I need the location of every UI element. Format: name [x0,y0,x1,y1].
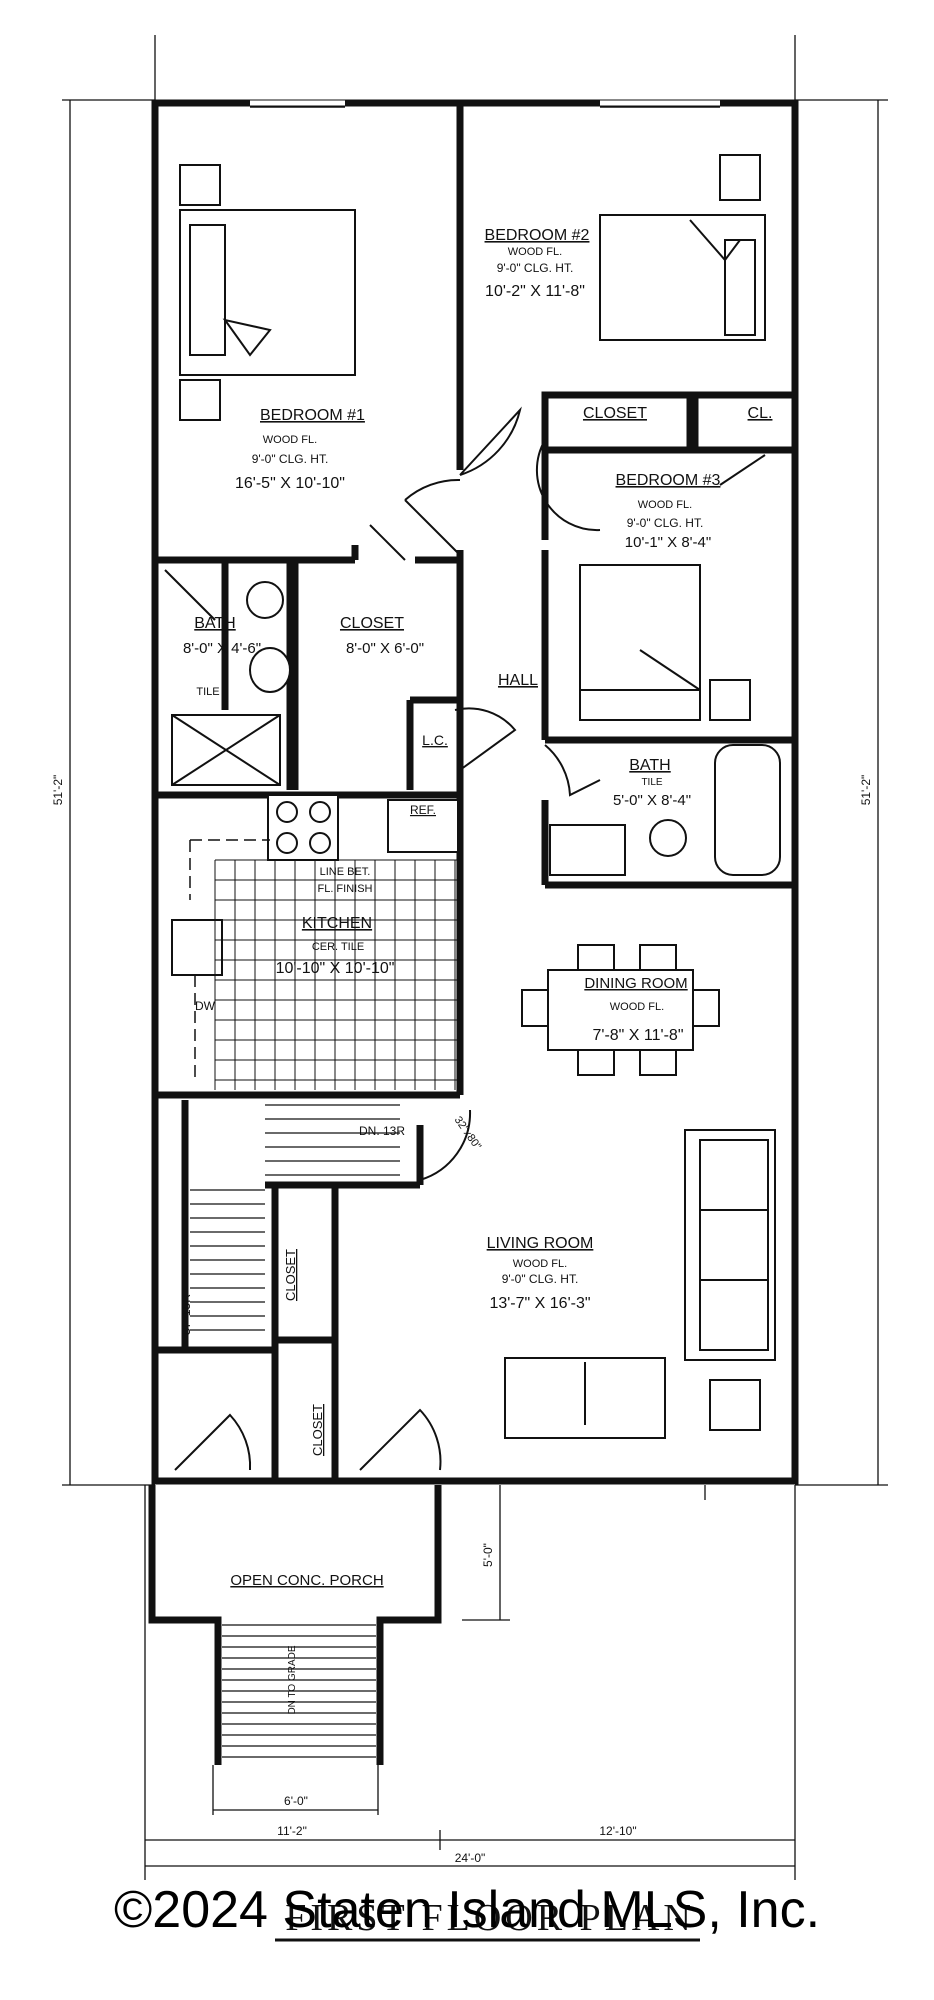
bath2-size: 5'-0" X 8'-4" [613,792,691,809]
bath1-size: 8'-0" X 4'-6" [183,640,261,657]
closet-stair2-name: CLOSET [310,1404,325,1456]
bedroom3-ceiling: 9'-0" CLG. HT. [627,516,704,530]
living-ceiling: 9'-0" CLG. HT. [502,1272,579,1286]
kitchen-size: 10'-10" X 10'-10" [276,960,395,977]
dw-label: DW [195,999,216,1013]
kitchen-note-1: LINE BET. [320,866,371,878]
stairs-up: UP 15R [179,1294,193,1336]
porch-stairs-label: DN TO GRADE [287,1645,298,1714]
dimension-labels: 51'-2" 51'-2" 5'-0" 6'-0" 11'-2" 12'-10"… [51,775,873,1865]
stairs-down: DN. 13R [359,1124,405,1138]
doors [164,406,766,1471]
bedroom1-size: 16'-5" X 10'-10" [235,475,345,492]
dim-porch-depth: 5'-0" [481,1543,495,1567]
walls [151,99,799,1485]
hall-name: HALL [498,672,538,689]
bedroom1-ceiling: 9'-0" CLG. HT. [252,452,329,466]
closet-main-name: CLOSET [340,615,404,632]
dining-floor: WOOD FL. [610,1001,664,1013]
dim-right-width: 12'-10" [599,1824,636,1838]
kitchen-floor: CER. TILE [312,941,364,953]
dining-size: 7'-8" X 11'-8" [593,1027,684,1044]
bath2-floor: TILE [641,777,662,788]
fixtures [148,154,781,1765]
dim-total-width: 24'-0" [455,1851,486,1865]
dim-height-left: 51'-2" [51,775,65,806]
bedroom1-name: BEDROOM #1 [260,407,365,424]
dining-name: DINING ROOM [584,975,687,992]
closet-top-name: CLOSET [583,405,647,422]
cl-small-name: CL. [748,405,773,422]
room-labels: BEDROOM #1 WOOD FL. 9'-0" CLG. HT. 16'-5… [179,227,772,1715]
porch-name: OPEN CONC. PORCH [230,1572,383,1589]
bath2-name: BATH [629,757,670,774]
kitchen-name: KITCHEN [302,915,372,932]
bedroom1-floor: WOOD FL. [263,434,317,446]
bedroom2-floor: WOOD FL. [508,246,562,258]
dim-height-right: 51'-2" [859,775,873,806]
bath1-name: BATH [194,615,235,632]
bedroom3-name: BEDROOM #3 [616,472,721,489]
living-floor: WOOD FL. [513,1258,567,1270]
living-name: LIVING ROOM [487,1235,594,1252]
stairs-opening: 32"x80" [452,1114,484,1152]
bedroom2-size: 10'-2" X 11'-8" [485,283,585,300]
bedroom3-size: 10'-1" X 8'-4" [625,534,711,551]
bath1-floor: TILE [196,686,219,698]
dimension-lines [62,35,888,1880]
closet-stair1-name: CLOSET [283,1249,298,1301]
bedroom2-name: BEDROOM #2 [485,227,590,244]
ref-name: REF. [410,803,436,817]
bedroom3-floor: WOOD FL. [638,499,692,511]
watermark-text: ©2024 Staten Island MLS, Inc. [113,1881,821,1939]
closet-main-size: 8'-0" X 6'-0" [346,640,424,657]
living-size: 13'-7" X 16'-3" [489,1295,590,1312]
dim-stair-width: 6'-0" [284,1794,308,1808]
bedroom2-ceiling: 9'-0" CLG. HT. [497,261,574,275]
lc-name: L.C. [422,732,448,748]
dim-left-width: 11'-2" [277,1824,307,1838]
kitchen-tile-grid [214,859,460,1090]
kitchen-note-2: FL. FINISH [317,883,372,895]
plan-title: FIRST FLOOR PLAN [285,1897,695,1939]
